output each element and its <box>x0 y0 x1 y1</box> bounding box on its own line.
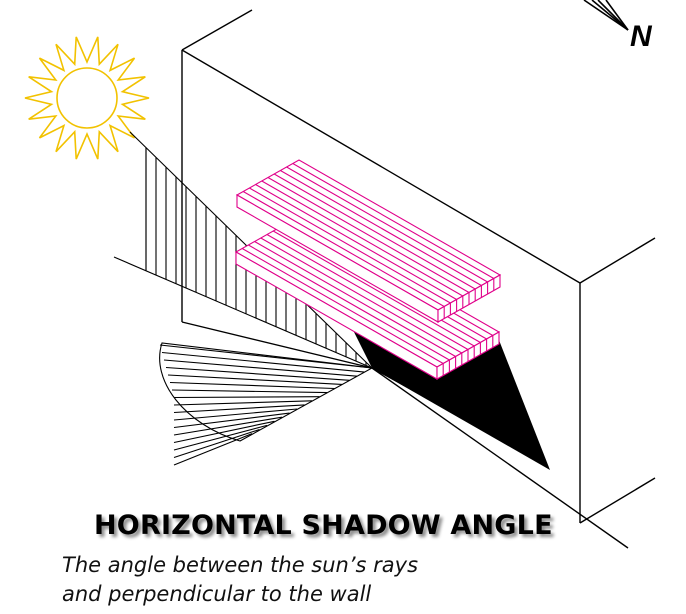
horizontal-angle-plane <box>159 342 486 466</box>
wall-block <box>181 9 656 549</box>
cast-shadow <box>353 330 550 470</box>
north-arrow-icon <box>583 0 629 31</box>
diagram-title: HORIZONTAL SHADOW ANGLE <box>94 510 553 541</box>
sun-icon <box>24 36 150 160</box>
caption-line-2: and perpendicular to the wall <box>62 582 372 606</box>
overhang-shelves <box>234 159 502 380</box>
caption-line-1: The angle between the sun’s rays <box>62 553 419 577</box>
diagram-caption: The angle between the sun’s rays and per… <box>62 551 422 609</box>
north-label: N <box>630 20 652 53</box>
